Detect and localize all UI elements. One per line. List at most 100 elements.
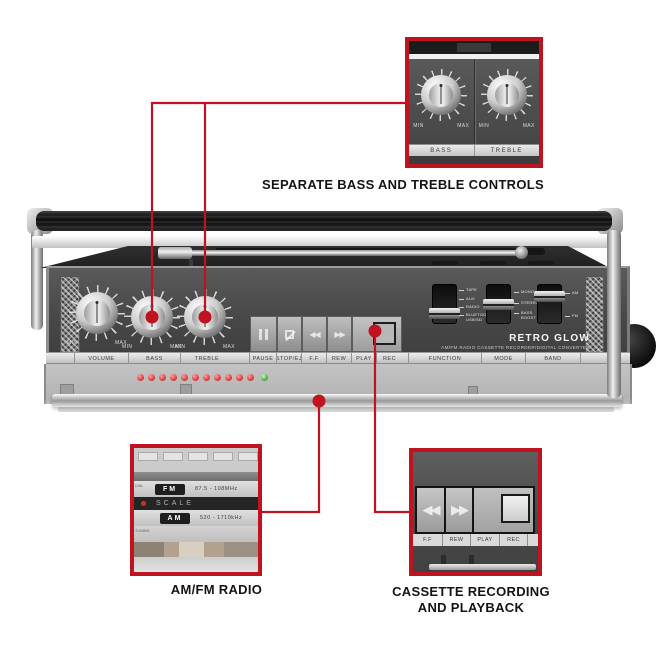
rec-label: REC <box>499 534 527 546</box>
antenna-pivot <box>158 247 192 259</box>
mode-switch-lever <box>483 299 514 310</box>
min-label: MIN <box>67 340 78 346</box>
strip-play: PLAY <box>351 353 376 365</box>
function-switch-lever <box>429 308 460 319</box>
treble-strip-label: TREBLE <box>473 145 540 156</box>
cabinet-post <box>469 555 474 564</box>
strip-blank <box>527 534 538 546</box>
fm-row: FM 87.5 - 108MHz <box>134 481 258 497</box>
cassette-caption-line2: AND PLAYBACK <box>417 599 525 615</box>
led <box>225 374 232 381</box>
knob-cap <box>84 300 110 326</box>
bass-knob-zoom: MIN MAX <box>409 59 474 144</box>
dial-edge-label: DIAL <box>135 484 144 488</box>
connector-bass <box>150 101 405 311</box>
strip-bass: BASS <box>128 353 180 365</box>
play-label: PLAY <box>470 534 499 546</box>
bass-treble-inset: MIN MAX MIN MAX BASS TREBLE <box>405 37 543 168</box>
connector-radio <box>262 406 321 514</box>
option-label: AUX <box>466 296 475 301</box>
min-label: MIN <box>175 344 186 350</box>
option-label: BLUETOOTH/ USB/SD <box>466 312 494 322</box>
strip-function: FUNCTION <box>408 353 481 365</box>
rew-label: REW <box>442 534 470 546</box>
bass-minmax: MIN MAX <box>122 344 182 350</box>
double-left-icon: ◀◀ <box>422 502 441 517</box>
callout-dot-rec <box>368 324 382 338</box>
knob-cap <box>429 83 454 107</box>
double-right-icon: ▶▶ <box>334 329 345 339</box>
max-label: MAX <box>169 344 182 350</box>
vent-slot <box>528 261 554 265</box>
led <box>148 374 155 381</box>
strip-rew: REW <box>326 353 351 365</box>
dial-texture-band <box>134 542 258 557</box>
cassette-caption: CASSETTE RECORDING AND PLAYBACK <box>385 584 557 615</box>
inset-knob-panel: MIN MAX MIN MAX <box>409 59 539 144</box>
function-option: TAPE <box>459 287 477 293</box>
inset-label-strip: BASS TREBLE <box>409 144 539 156</box>
band-switch-lever <box>534 291 565 302</box>
volume-knob <box>69 285 125 341</box>
handle-hinge-left <box>31 230 43 330</box>
bass-knob-large <box>415 69 468 121</box>
inset-top-trim <box>409 54 539 59</box>
tuning-edge-label: TUNING <box>135 529 150 533</box>
function-option: BLUETOOTH/ USB/SD <box>459 312 495 322</box>
option-label: AM <box>572 290 579 295</box>
radio-caption: AM/FM RADIO <box>170 582 263 597</box>
option-label: MONO <box>521 289 535 294</box>
brand-text: RETRO GLOW <box>509 333 590 344</box>
led <box>214 374 221 381</box>
led <box>192 374 199 381</box>
rec-button-zoom <box>501 494 530 523</box>
option-label: STEREO <box>521 300 539 305</box>
scale-label: SCALE <box>156 500 194 507</box>
treble-knob-zoom: MIN MAX <box>473 59 540 144</box>
connector-cassette <box>373 336 409 514</box>
min-label: MIN <box>413 123 424 129</box>
min-label: MIN <box>122 344 133 350</box>
function-option: AUX <box>459 296 475 302</box>
inset-handle-fragment <box>409 41 539 54</box>
vent-slot <box>480 261 506 265</box>
led <box>203 374 210 381</box>
cassette-caption-line1: CASSETTE RECORDING <box>392 584 550 599</box>
keys-block: ◀◀ ▶▶ <box>415 486 535 534</box>
max-label: MAX <box>114 340 127 346</box>
radio-dial-zoom: FM 87.5 - 108MHz SCALE AM 520 - 1710kHz … <box>134 448 258 572</box>
option-label: RADIO <box>466 304 480 309</box>
strip-ff: F.F <box>301 353 326 365</box>
rewind-key: ▶▶ <box>327 316 352 352</box>
option-label: BASS BOOST <box>521 310 537 320</box>
led <box>170 374 177 381</box>
led <box>236 374 243 381</box>
stop-eject-key <box>277 316 302 352</box>
cabinet-post <box>441 555 446 564</box>
strip-end-divider <box>580 353 581 365</box>
function-option: RADIO <box>459 304 480 310</box>
band-option: AM <box>565 290 579 296</box>
pause-icon <box>259 328 268 340</box>
bass-treble-caption: SEPARATE BASS AND TREBLE CONTROLS <box>262 177 544 192</box>
volume-minmax: MIN MAX <box>67 340 127 346</box>
strip-mode: MODE <box>481 353 525 365</box>
callout-dot-radio <box>312 394 326 408</box>
band-switch <box>537 284 562 324</box>
band-option: FM <box>565 313 579 319</box>
am-range: 520 - 1710kHz <box>200 515 243 521</box>
top-edge-trim <box>32 236 618 248</box>
callout-dot-bass <box>145 310 159 324</box>
option-label: FM <box>572 313 579 318</box>
pause-key <box>250 316 277 352</box>
dial-smoke-band <box>134 472 258 481</box>
bass-strip-label: BASS <box>430 147 453 154</box>
double-left-icon: ◀◀ <box>309 329 320 339</box>
radio-inset: FM 87.5 - 108MHz SCALE AM 520 - 1710kHz … <box>130 444 262 576</box>
chrome-trim-zoom <box>429 564 536 570</box>
min-label: MIN <box>478 123 490 129</box>
double-right-icon: ▶▶ <box>451 502 469 517</box>
cassette-inset: ◀◀ ▶▶ F.F REW PLAY REC <box>409 448 542 576</box>
